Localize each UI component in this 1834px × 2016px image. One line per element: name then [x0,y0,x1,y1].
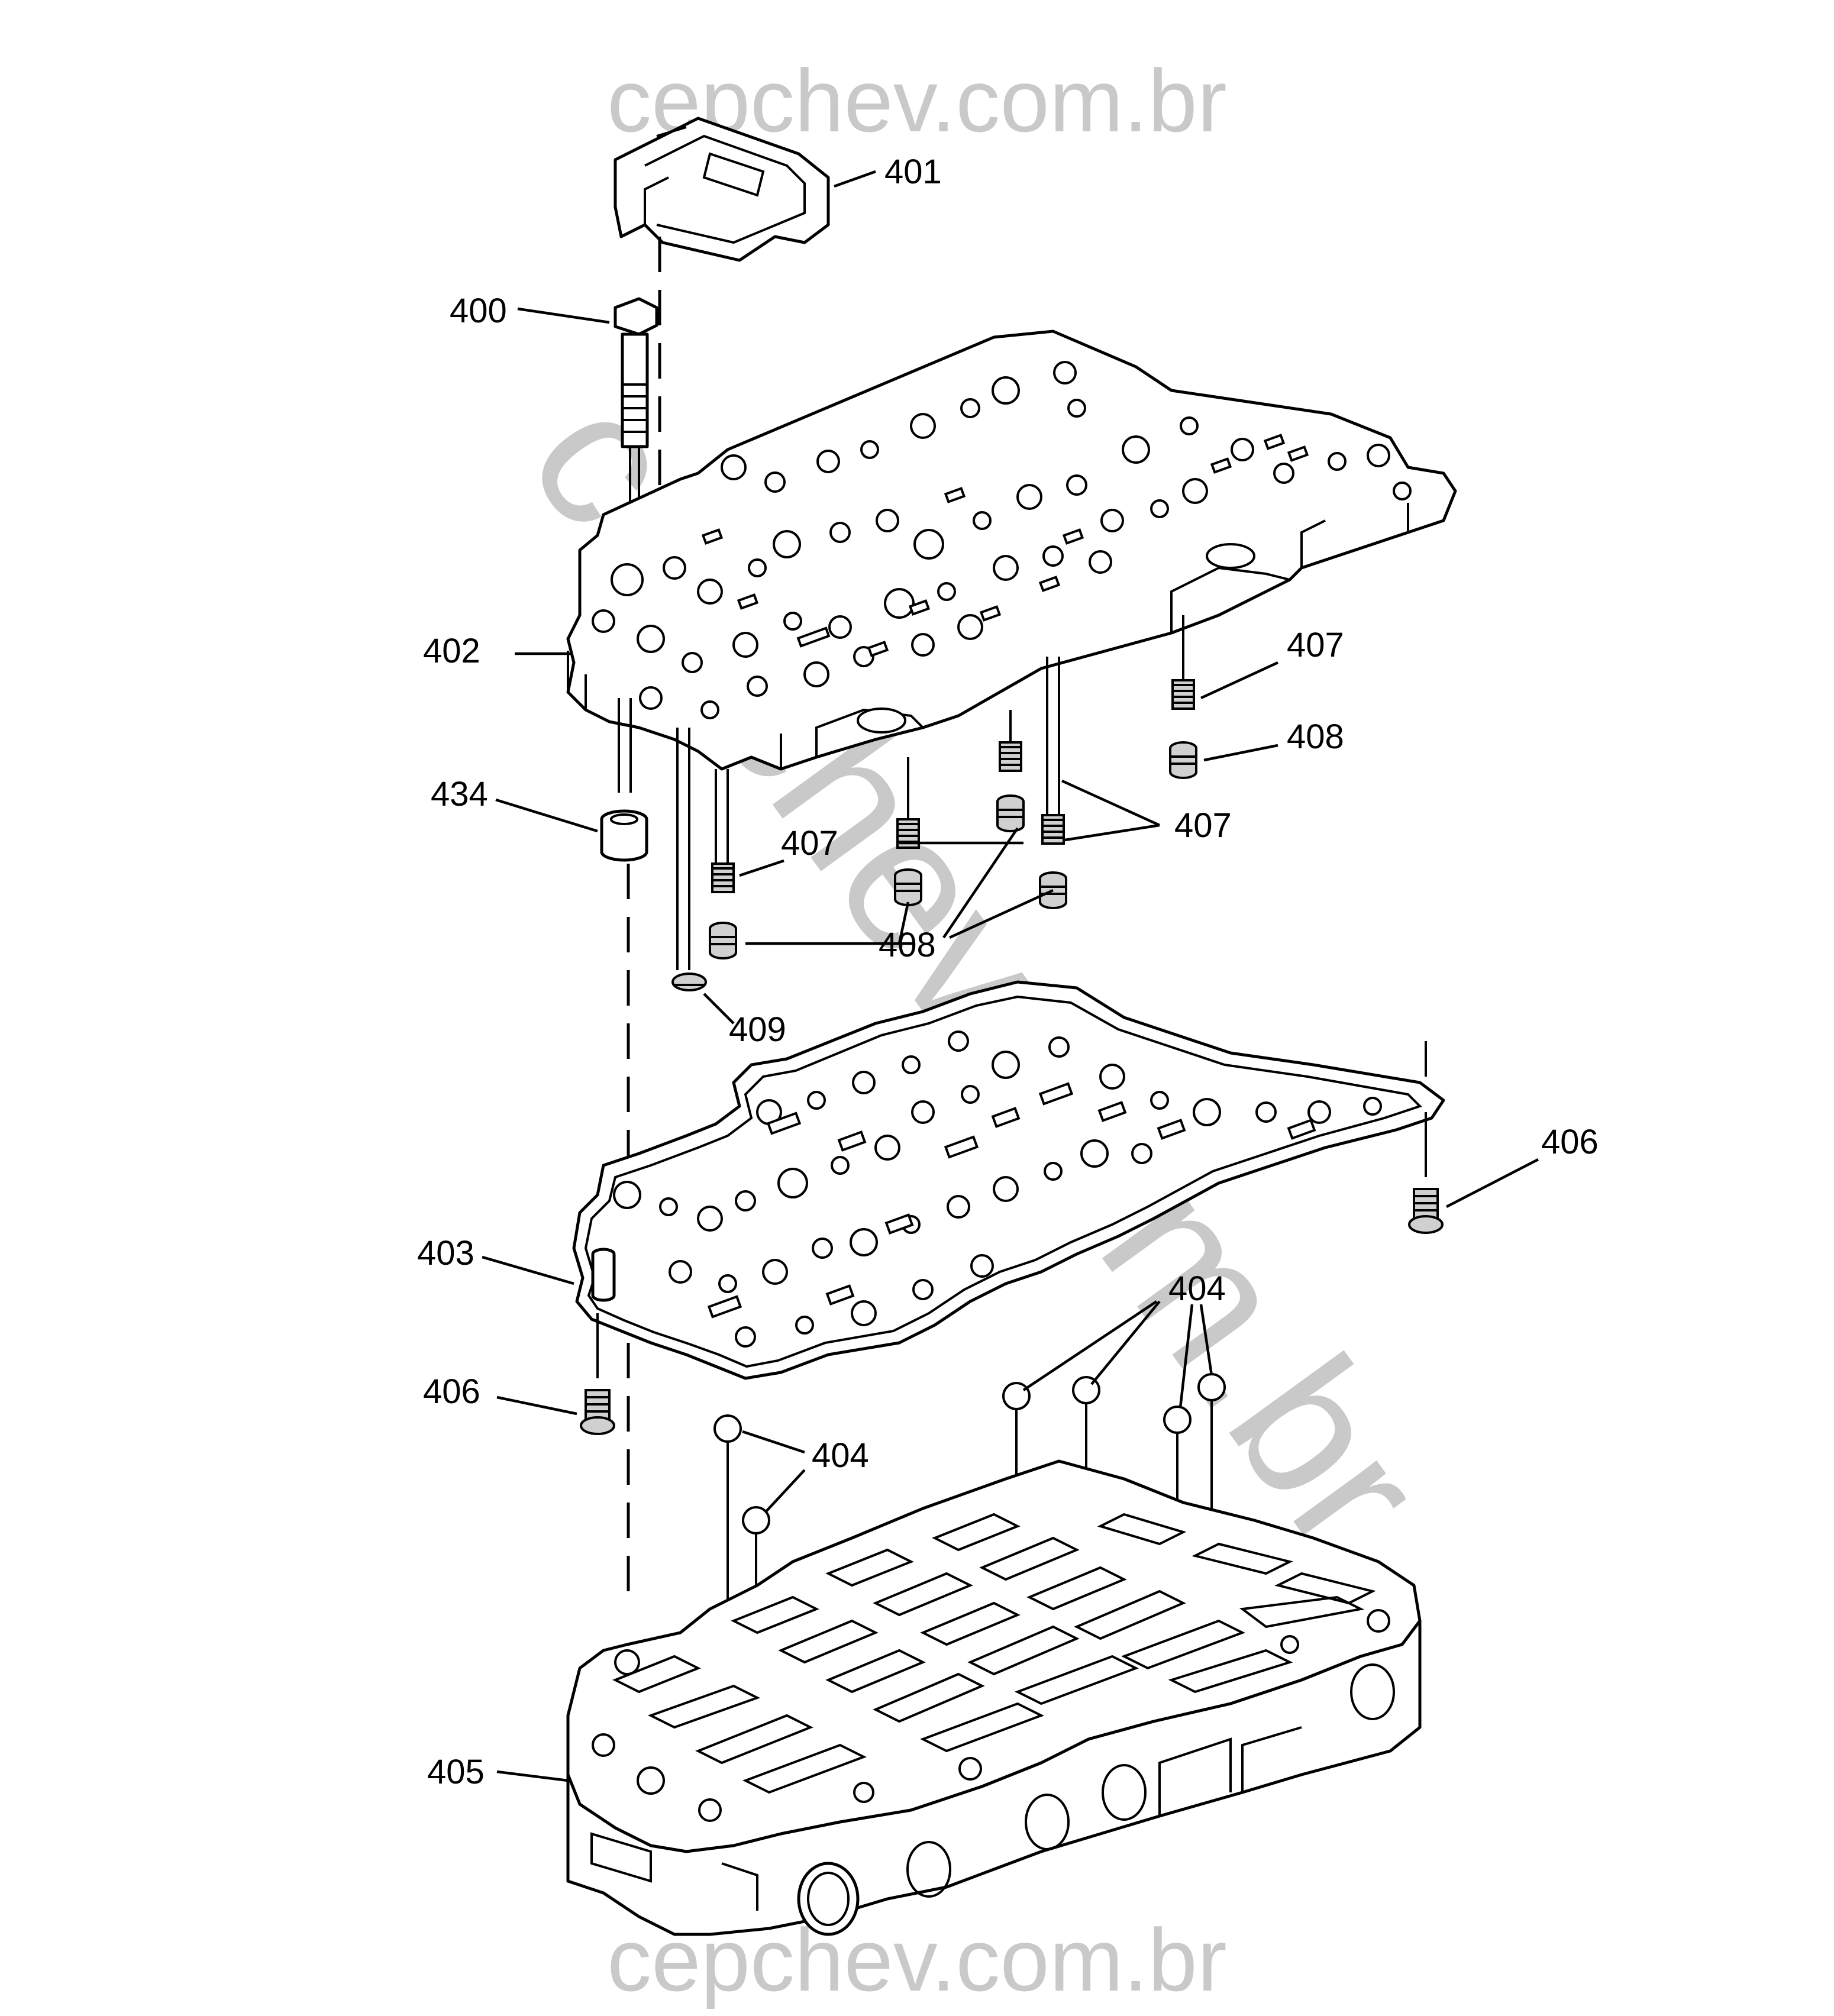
callout-407-middle: 407 [781,824,838,862]
part-401-cover [614,117,830,262]
plate-402-guide-rods [618,615,1184,970]
part-403-separator-plate [572,980,1445,1380]
callout-407-right: 407 [1287,626,1344,664]
callout-404-upper: 404 [1168,1269,1226,1308]
callout-402: 402 [423,632,480,670]
leader-lines [482,170,1539,1782]
callout-406-left: 406 [423,1372,480,1411]
part-400-bolt [614,297,658,544]
part-406-bolt-right [1408,1041,1444,1234]
plugs-408 [709,741,1197,959]
callout-408-right: 408 [1287,718,1344,756]
springs-407 [711,679,1195,893]
callout-406-right: 406 [1541,1123,1599,1161]
callout-434: 434 [431,775,488,813]
part-403-dowel [591,1248,616,1302]
valve-body-bore-1 [797,1862,860,1936]
callout-409: 409 [729,1010,786,1049]
callout-labels: 401 400 402 407 408 434 407 407 408 409 … [417,153,1599,1791]
callout-407-group: 407 [1174,806,1232,845]
part-434-sleeve [600,809,648,862]
part-405-valve-body [566,1459,1422,1936]
part-406-bolt-left [580,1313,615,1435]
part-402-upper-plate [566,329,1457,771]
part-409-screw [671,973,707,991]
callout-400: 400 [450,292,507,330]
callout-401: 401 [884,153,942,191]
callout-404-lower: 404 [812,1436,869,1475]
callout-408-group: 408 [879,926,936,964]
callout-405: 405 [427,1753,485,1791]
callout-403: 403 [417,1234,474,1272]
